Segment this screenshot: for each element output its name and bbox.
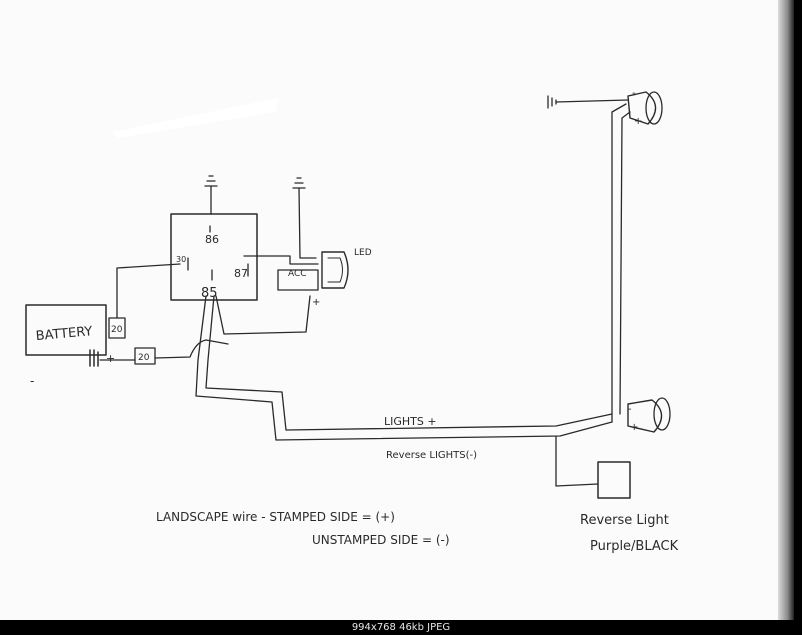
led-plus-sign: +: [312, 297, 320, 308]
relay-pin-marks: [187, 225, 249, 281]
battery-negative-sign: -: [30, 374, 34, 388]
wire-battery-to-fuse-bottom: [99, 339, 229, 361]
landscape-wire-note: LANDSCAPE wire - STAMPED SIDE = (+): [156, 510, 395, 524]
led-body: [321, 251, 349, 289]
wire-led-plus-to-relay: [215, 295, 311, 335]
relay-pin-87-label: 87: [234, 267, 248, 280]
wire-fuse-top-to-relay-30: [116, 263, 181, 319]
acc-label: ACC: [288, 269, 307, 279]
fuse-bottom-label: 20: [138, 353, 150, 363]
battery-box: [25, 304, 107, 356]
bottom-light-lens: [653, 397, 671, 431]
landscape-wire-line-a: [195, 295, 613, 441]
landscape-wire-line-b: [205, 295, 613, 431]
eraser-smudge: [112, 98, 278, 138]
reverse-light-box: [597, 461, 631, 499]
relay-pin-85-label: 85: [201, 286, 218, 301]
wire-vertical-run-a: [611, 103, 627, 423]
ground-symbol-relay: [204, 175, 218, 187]
battery-label: BATTERY: [35, 324, 93, 344]
bottom-light-plus: +: [630, 422, 638, 433]
battery-terminal-minus: [89, 349, 99, 367]
top-light-plus: +: [634, 116, 642, 127]
led-lens: [327, 257, 343, 283]
wire-relay-87-to-acc: [243, 255, 319, 265]
ground-symbol-top-light: [547, 95, 557, 109]
wire-reverse-light: [555, 435, 599, 487]
wire-vertical-run-b: [619, 111, 631, 415]
unstamped-side-note: UNSTAMPED SIDE = (-): [312, 533, 450, 547]
top-light-lens: [645, 91, 663, 125]
led-label: LED: [354, 248, 372, 258]
reverse-lights-minus-label: Reverse LIGHTS(-): [386, 450, 477, 461]
lights-plus-label: LIGHTS +: [384, 415, 437, 428]
relay-pin-30-label: 30: [176, 255, 186, 264]
reverse-light-label: Reverse Light: [580, 513, 669, 528]
wire-led-to-ground: [298, 187, 317, 259]
fuse-top-label: 20: [111, 325, 123, 335]
image-info-caption: 994x768 46kb JPEG: [351, 622, 451, 633]
top-light-body: [627, 91, 657, 125]
bottom-light-body: [627, 399, 663, 433]
acc-plug: [277, 269, 319, 291]
relay-pin-86-label: 86: [205, 233, 219, 246]
bottom-light-minus: -: [628, 404, 632, 415]
battery-positive-sign: +: [106, 352, 115, 365]
purple-black-label: Purple/BLACK: [590, 539, 679, 554]
paper-shadow-edge: [778, 0, 794, 620]
ground-symbol-led: [292, 177, 306, 189]
paper-sheet: BATTERY - + 20 20 86 30 87 85 ACC: [0, 0, 778, 620]
top-light-minus: -: [632, 88, 636, 99]
wire-top-light-to-ground: [555, 99, 629, 103]
fuse-bottom: [134, 347, 156, 365]
wiring-diagram: BATTERY - + 20 20 86 30 87 85 ACC: [25, 88, 679, 554]
